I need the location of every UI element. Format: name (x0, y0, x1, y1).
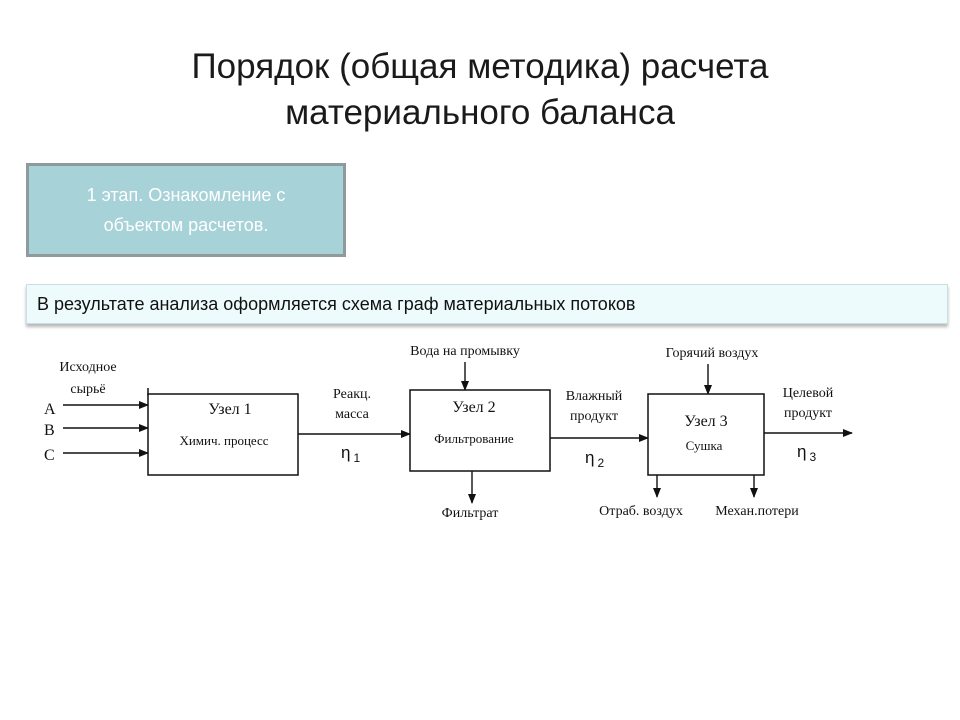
exhaust-air-label: Отраб. воздух (599, 504, 683, 519)
result-text: В результате анализа оформляется схема г… (37, 293, 636, 314)
eta-3-symbol: η (797, 442, 806, 461)
mech-losses-label: Механ.потери (715, 504, 799, 519)
title-line-2: материального баланса (285, 93, 675, 132)
node-3-title: Узел 3 (684, 413, 727, 430)
target-label-line-2: продукт (784, 406, 832, 421)
node-1-subtitle: Химич. процесс (179, 433, 268, 448)
eta-2-sub: 2 (597, 456, 604, 470)
filtrate-label: Фильтрат (442, 506, 499, 521)
node-1-title: Узел 1 (208, 401, 251, 418)
node-3-subtitle: Сушка (686, 438, 723, 453)
hot-air-label: Горячий воздух (666, 346, 759, 361)
stream-1-label-line-1: Реакц. (333, 387, 371, 402)
input-a-label: A (44, 401, 56, 418)
slide-title: Порядок (общая методика) расчета материа… (80, 44, 880, 136)
node-2-title: Узел 2 (452, 399, 495, 416)
eta-1-sub: 1 (353, 451, 360, 465)
stage-text-line-1: 1 этап. Ознакомление с (86, 185, 286, 205)
eta-2-symbol: η (585, 448, 594, 467)
inputs-label-line-2: сырьё (70, 382, 105, 397)
node-3-box (647, 393, 765, 476)
result-bar: В результате анализа оформляется схема г… (26, 284, 948, 324)
stream-2-label-line-2: продукт (570, 409, 618, 424)
stream-2-label-line-1: Влажный (566, 389, 623, 404)
input-b-label: B (44, 422, 55, 439)
stream-1-label-line-2: масса (335, 407, 370, 422)
stage-text: 1 этап. Ознакомление с объектом расчетов… (63, 180, 310, 240)
stage-box: 1 этап. Ознакомление с объектом расчетов… (26, 163, 346, 257)
node-2-box (409, 389, 551, 472)
water-label: Вода на промывку (410, 344, 520, 359)
eta-1-symbol: η (341, 443, 350, 462)
stage-text-line-2: объектом расчетов. (103, 215, 269, 235)
inputs-label-line-1: Исходное (59, 360, 116, 375)
node-1-box (147, 393, 299, 476)
input-c-label: C (44, 447, 55, 464)
node-2-subtitle: Фильтрование (434, 431, 514, 446)
title-line-1: Порядок (общая методика) расчета (191, 47, 769, 86)
target-label-line-1: Целевой (783, 386, 834, 401)
eta-3-sub: 3 (809, 450, 816, 464)
